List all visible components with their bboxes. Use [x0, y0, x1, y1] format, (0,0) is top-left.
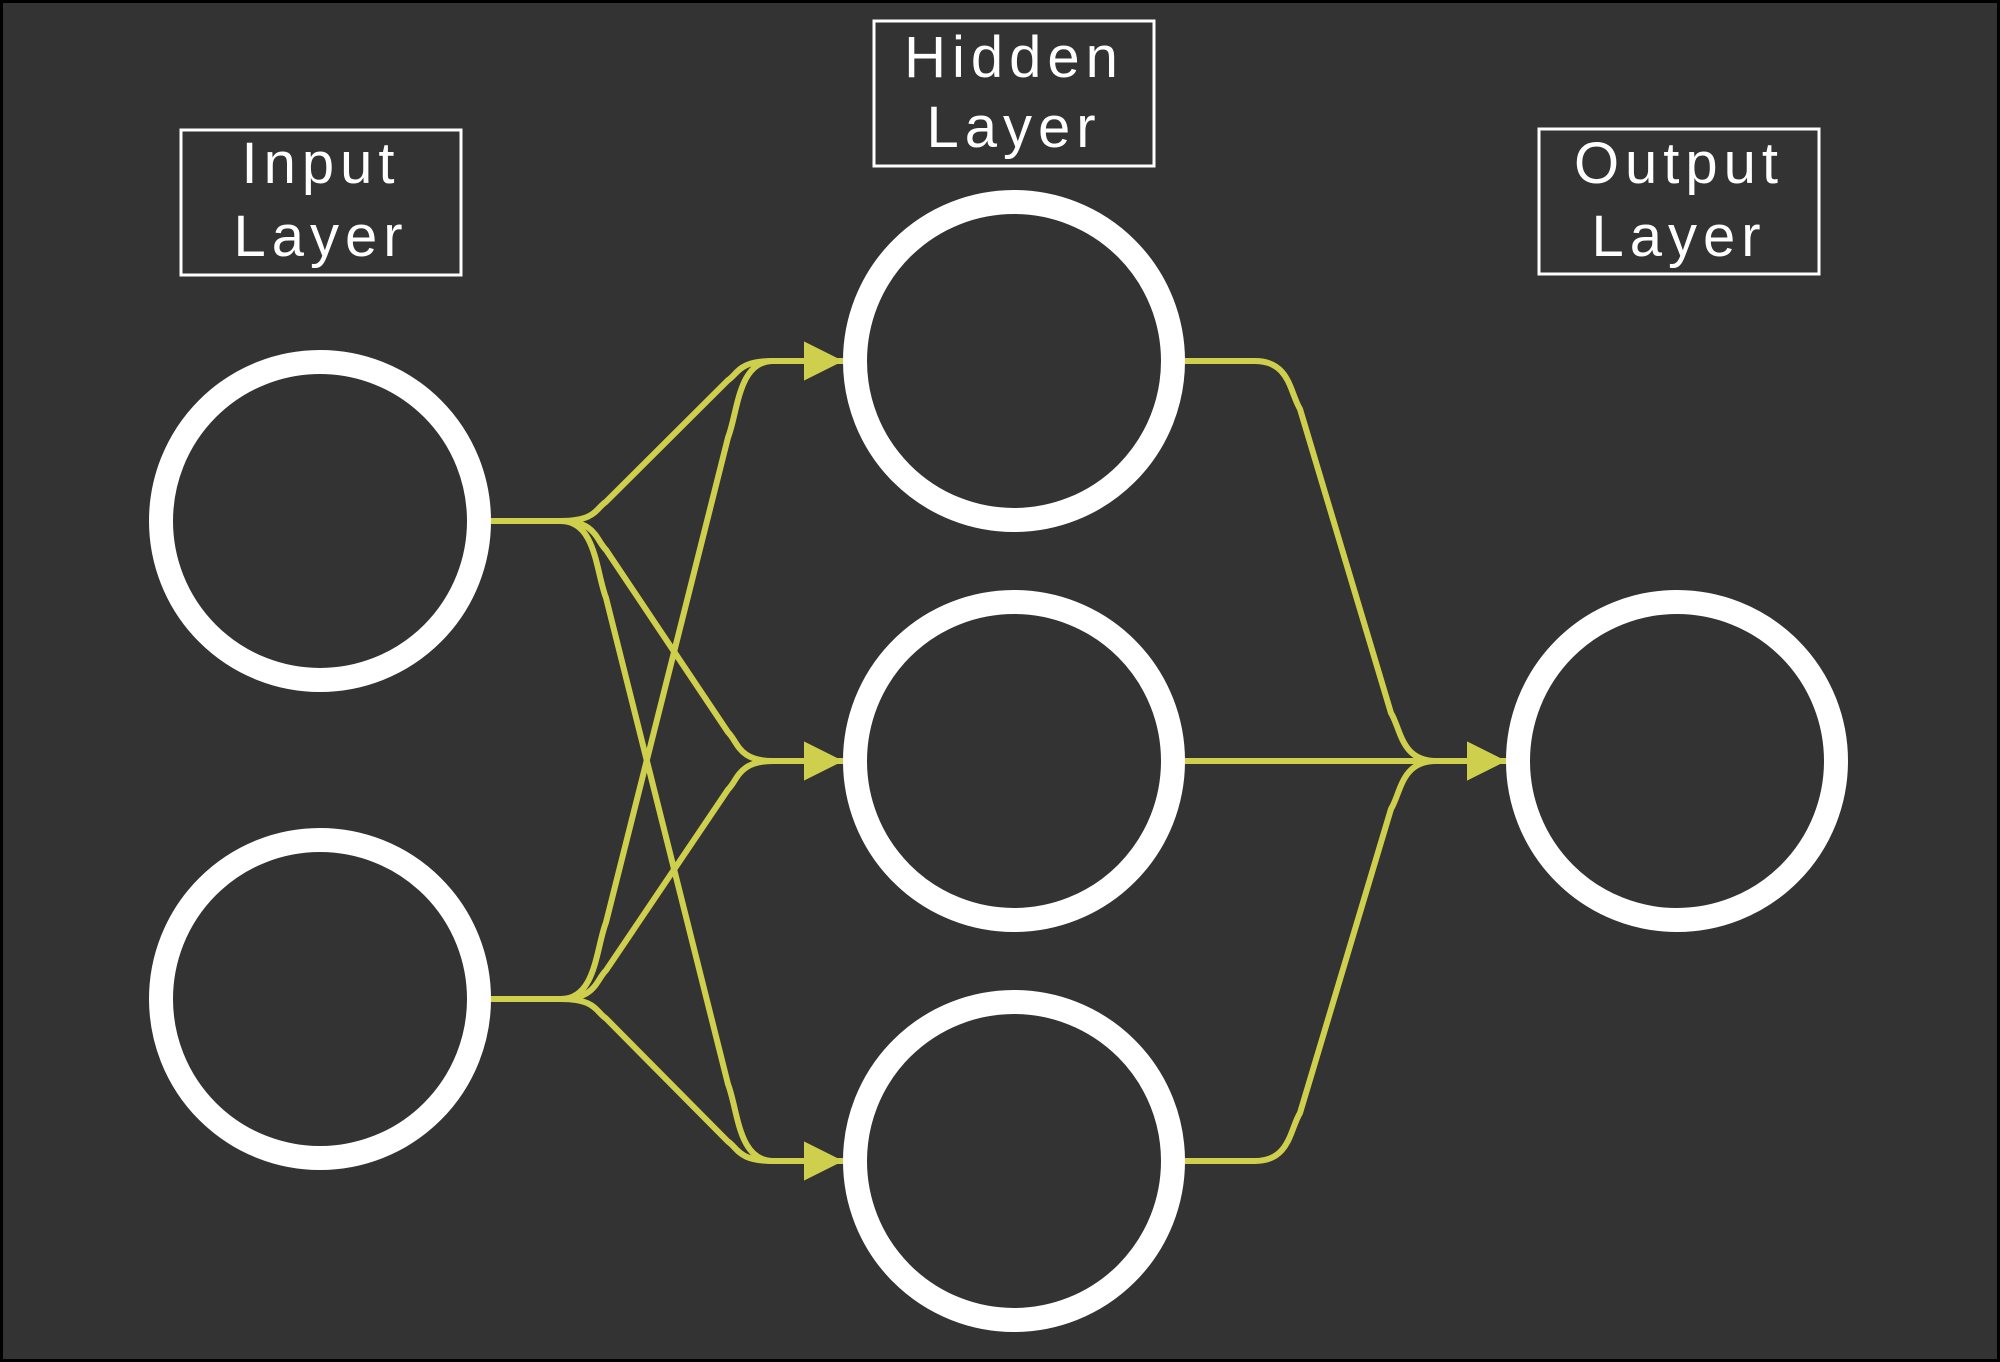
output-layer-label: Output Layer	[1537, 127, 1821, 276]
edge-input-1-to-hidden-1	[488, 341, 846, 524]
hidden-node-2	[843, 590, 1185, 932]
input-node-1	[149, 350, 491, 692]
hidden-layer-label: Hidden Layer	[872, 19, 1156, 168]
output-layer-label-line2: Layer	[1591, 204, 1766, 269]
edge-hidden-1-to-output-1	[1182, 358, 1509, 781]
edge-input-2-to-hidden-2	[488, 741, 846, 1002]
connection-group	[488, 341, 1509, 1181]
input-node-2	[149, 828, 491, 1170]
input-layer-label: Input Layer	[179, 128, 463, 277]
input-layer-label-box	[179, 128, 463, 277]
output-layer-label-box	[1537, 127, 1821, 276]
edge-input-1-to-hidden-3	[488, 518, 846, 1181]
edge-input-2-to-hidden-1	[488, 341, 846, 1002]
hidden-layer-label-box	[872, 19, 1156, 168]
hidden-layer-label-line2: Layer	[926, 95, 1101, 160]
hidden-node-3	[843, 990, 1185, 1332]
node-group	[149, 190, 1848, 1332]
hidden-layer-label-line1: Hidden	[904, 25, 1124, 90]
hidden-node-1	[843, 190, 1185, 532]
output-node-1	[1506, 590, 1848, 932]
edge-input-2-to-hidden-3	[488, 996, 846, 1181]
input-layer-label-line2: Layer	[233, 204, 408, 269]
edge-input-1-to-hidden-2	[488, 518, 846, 781]
edge-hidden-3-to-output-1	[1182, 741, 1509, 1164]
output-layer-label-line1: Output	[1574, 131, 1784, 196]
input-layer-label-line1: Input	[242, 131, 401, 196]
